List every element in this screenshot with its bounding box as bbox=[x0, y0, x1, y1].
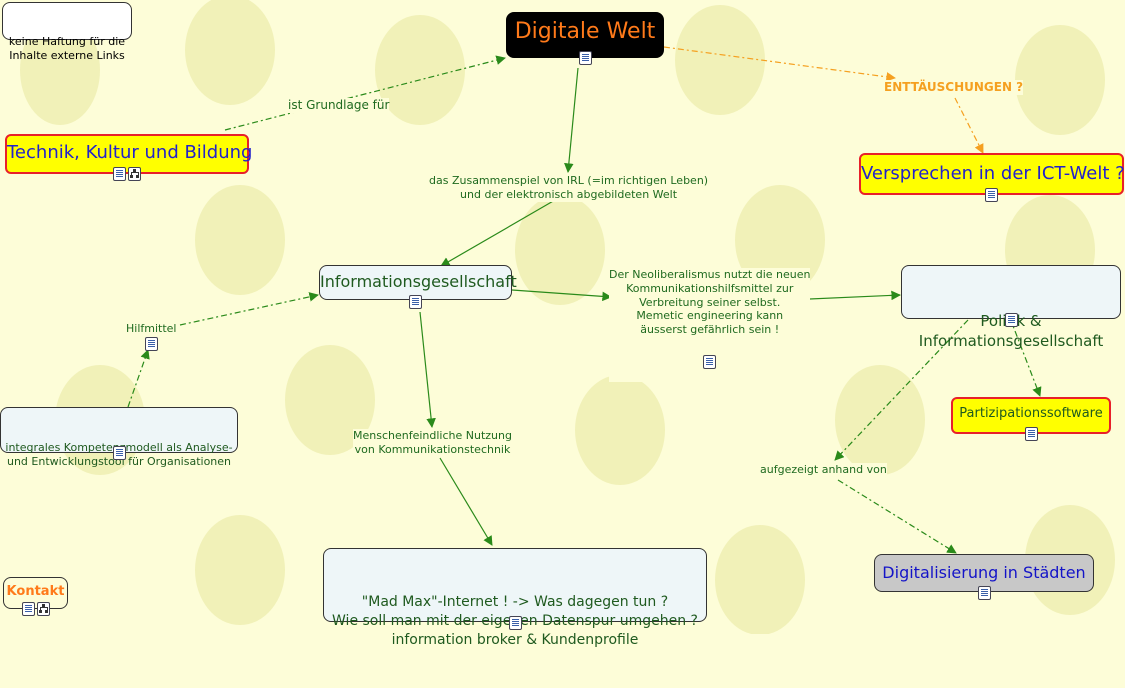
label-ist-grundlage-fuer: ist Grundlage für bbox=[288, 98, 390, 113]
label-hilfmittel-icons bbox=[126, 336, 176, 351]
label-zusammenspiel: das Zusammenspiel von IRL (=im richtigen… bbox=[429, 174, 709, 202]
label-menschenfeindlich: Menschenfeindliche Nutzung von Kommunika… bbox=[353, 429, 512, 457]
node-politik-informationsgesellschaft[interactable]: Politik & Informationsgesellschaft bbox=[901, 265, 1121, 350]
node-haftung[interactable]: keine Haftung für die Inhalte externe Li… bbox=[2, 2, 132, 62]
label-text: Menschenfeindliche Nutzung von Kommunika… bbox=[353, 429, 512, 456]
node-partizipationssoftware[interactable]: Partizipationssoftware bbox=[951, 397, 1111, 441]
node-label: keine Haftung für die Inhalte externe Li… bbox=[8, 35, 126, 62]
document-icon[interactable] bbox=[1004, 313, 1018, 327]
node-kompetenzmodell[interactable]: integrales Kompetenzmodell als Analyse- … bbox=[0, 407, 238, 468]
node-icons bbox=[902, 313, 1120, 327]
concept-map-icon[interactable] bbox=[128, 167, 141, 181]
label-text: ist Grundlage für bbox=[288, 98, 390, 112]
link-aufgezeigt-to-staedte bbox=[837, 479, 957, 554]
node-informationsgesellschaft[interactable]: Informationsgesellschaft bbox=[319, 265, 517, 309]
node-icons bbox=[324, 616, 706, 630]
node-icons bbox=[875, 586, 1093, 600]
link-digitale-welt-to-zusammenspiel bbox=[564, 67, 579, 173]
label-text: Der Neoliberalismus nutzt die neuen Komm… bbox=[609, 268, 811, 336]
link-infoges-to-neoliberalismus bbox=[511, 289, 612, 302]
background-pattern bbox=[20, 0, 1115, 634]
document-icon[interactable] bbox=[985, 188, 998, 202]
node-icons bbox=[507, 51, 663, 65]
label-text: das Zusammenspiel von IRL (=im richtigen… bbox=[429, 174, 709, 201]
node-icons bbox=[320, 295, 511, 309]
document-icon[interactable] bbox=[703, 354, 717, 369]
document-icon[interactable] bbox=[112, 446, 126, 460]
concept-map-canvas bbox=[20, 0, 1115, 634]
node-digitale-welt[interactable]: Digitale Welt bbox=[506, 12, 664, 65]
link-technik-to-digitale-welt bbox=[224, 55, 506, 131]
node-label: Technik, Kultur und Bildung bbox=[7, 142, 253, 163]
link-kompetenz-to-hilfmittel bbox=[127, 349, 150, 408]
label-aufgezeigt: aufgezeigt anhand von bbox=[760, 463, 887, 477]
document-icon[interactable] bbox=[977, 586, 991, 600]
link-politik-to-aufgezeigt bbox=[834, 319, 969, 461]
document-icon[interactable] bbox=[409, 295, 422, 309]
node-label: Digitale Welt bbox=[514, 19, 656, 44]
node-label: Versprechen in der ICT-Welt ? bbox=[861, 163, 1125, 184]
link-menschenfeindlich-to-madmax bbox=[439, 457, 493, 546]
link-infoges-to-menschenfeindlich bbox=[419, 311, 436, 428]
document-icon[interactable] bbox=[1024, 427, 1038, 441]
node-label: Informationsgesellschaft bbox=[320, 272, 517, 291]
node-icons bbox=[1, 446, 237, 460]
concept-map-icon[interactable] bbox=[36, 602, 50, 616]
document-icon[interactable] bbox=[21, 602, 35, 616]
node-icons bbox=[7, 167, 247, 181]
node-technik-kultur-bildung[interactable]: Technik, Kultur und Bildung bbox=[5, 134, 253, 181]
label-hilfmittel: Hilfmittel bbox=[126, 322, 177, 351]
node-mad-max-internet[interactable]: "Mad Max"-Internet ! -> Was dagegen tun … bbox=[323, 548, 707, 648]
link-zusammenspiel-to-infoges bbox=[440, 199, 556, 267]
node-icons bbox=[861, 188, 1122, 202]
link-digitale-welt-to-enttaeuschungen bbox=[663, 46, 896, 82]
label-text: aufgezeigt anhand von bbox=[760, 463, 887, 476]
label-enttaeuschungen: ENTTÄUSCHUNGEN ? bbox=[884, 80, 1024, 95]
link-enttaeuschungen-to-versprechen bbox=[954, 97, 984, 154]
label-neoliberalismus-icons bbox=[609, 354, 810, 369]
node-icons bbox=[4, 602, 67, 616]
node-versprechen[interactable]: Versprechen in der ICT-Welt ? bbox=[859, 153, 1125, 202]
document-icon[interactable] bbox=[144, 336, 158, 351]
document-icon[interactable] bbox=[508, 616, 522, 630]
node-label: Partizipationssoftware bbox=[959, 406, 1103, 421]
node-label: Digitalisierung in Städten bbox=[882, 563, 1086, 582]
link-hilfmittel-to-infoges bbox=[179, 292, 319, 326]
label-neoliberalismus: Der Neoliberalismus nutzt die neuen Komm… bbox=[609, 268, 811, 383]
node-kontakt[interactable]: Kontakt bbox=[3, 577, 68, 616]
node-digitalisierung-staedte[interactable]: Digitalisierung in Städten bbox=[874, 554, 1094, 600]
connections bbox=[127, 46, 1042, 554]
document-icon[interactable] bbox=[578, 51, 592, 65]
label-text: Hilfmittel bbox=[126, 322, 177, 335]
node-label: Kontakt bbox=[6, 584, 65, 599]
label-text: ENTTÄUSCHUNGEN ? bbox=[884, 80, 1024, 94]
node-icons bbox=[953, 427, 1109, 441]
document-icon[interactable] bbox=[113, 167, 126, 181]
